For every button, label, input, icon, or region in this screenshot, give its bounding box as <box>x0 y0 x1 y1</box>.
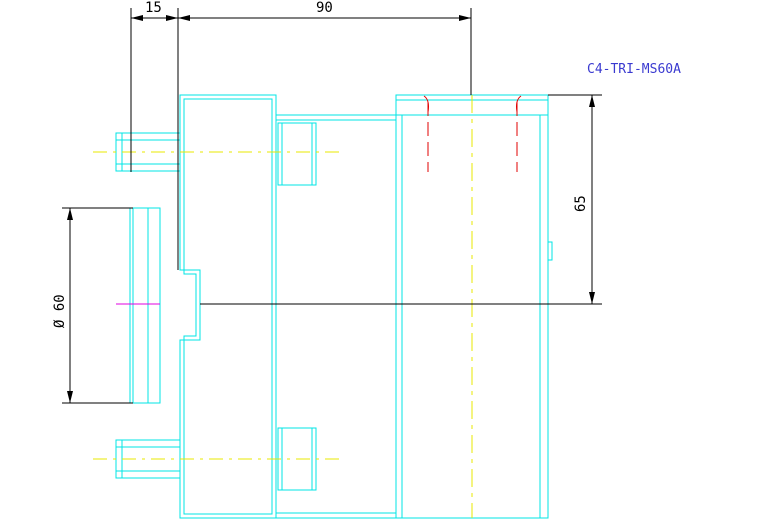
part-outline <box>115 94 553 519</box>
dimension-lines <box>62 8 602 404</box>
left-disk-lip <box>147 207 161 404</box>
hidden-lines <box>423 95 522 172</box>
dim-dia60-text: Ø 60 <box>52 294 68 328</box>
main-plate <box>179 94 277 519</box>
dim-65-text: 65 <box>573 195 589 212</box>
cap-screw-top <box>277 122 317 186</box>
dim-15-text: 15 <box>145 0 162 16</box>
center-block <box>275 114 397 519</box>
dim-90-text: 90 <box>316 0 333 16</box>
part-label: C4-TRI-MS60A <box>587 62 681 77</box>
centerlines <box>93 95 473 518</box>
side-port <box>547 241 553 261</box>
